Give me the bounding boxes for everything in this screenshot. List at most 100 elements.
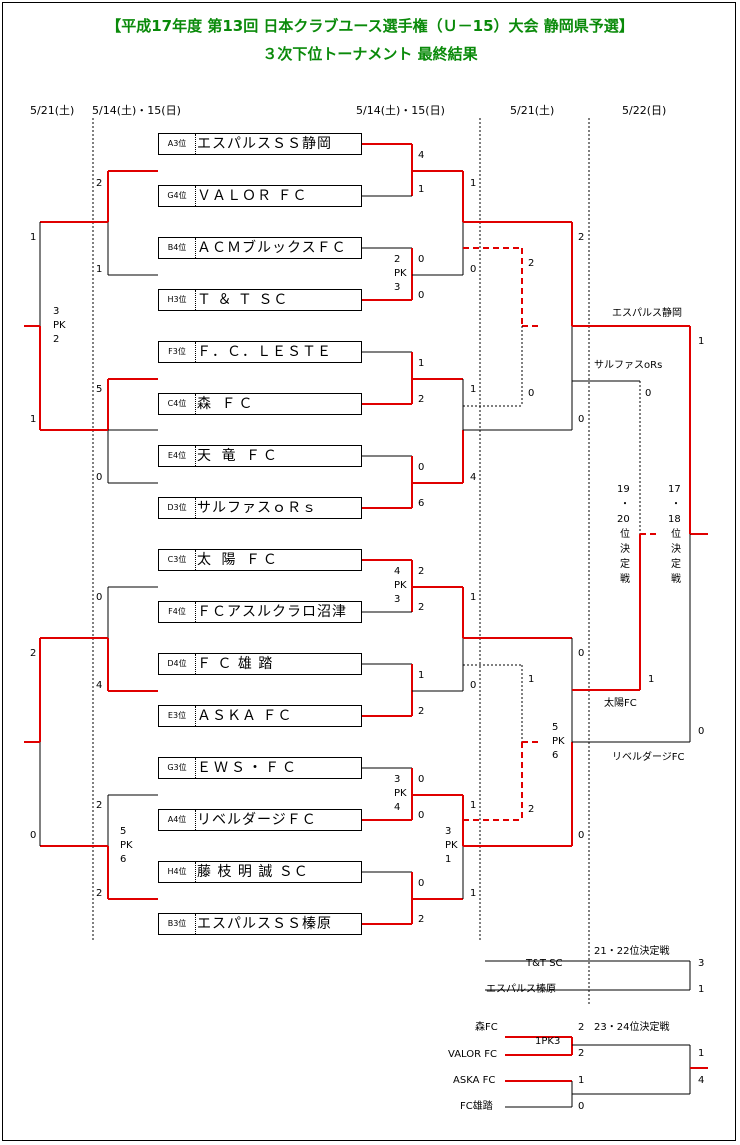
team-label: サルファスoRs xyxy=(594,360,663,371)
score: 3 xyxy=(698,958,705,969)
score: 1 xyxy=(470,178,477,189)
score: 6 xyxy=(418,498,425,509)
score: 0 xyxy=(418,290,425,301)
score: 2 xyxy=(578,1022,585,1033)
pk-label: 1 xyxy=(445,854,452,865)
team-seed: G3位 xyxy=(159,758,196,778)
team-box: C4位森 ＦＣ xyxy=(158,393,362,415)
date-final: 5/22(日) xyxy=(622,104,667,117)
pk-label: 4 xyxy=(394,566,401,577)
pk-label: 2 xyxy=(394,254,401,265)
team-name: リベルダージＦＣ xyxy=(197,812,317,828)
score: 0 xyxy=(418,810,425,821)
team-name: エスパルスＳＳ静岡 xyxy=(197,136,332,152)
score: 4 xyxy=(96,680,103,691)
playoff-char: 20 xyxy=(617,514,630,525)
team-box: H4位藤 枝 明 誠 ＳＣ xyxy=(158,861,362,883)
team-label: ASKA FC xyxy=(453,1075,496,1086)
playoff-char: ・ xyxy=(671,499,681,510)
score: 2 xyxy=(528,258,535,269)
team-seed: F4位 xyxy=(159,602,196,622)
pk-label: 4 xyxy=(394,802,401,813)
page-subtitle: ３次下位トーナメント 最終結果 xyxy=(262,45,478,63)
team-seed: C4位 xyxy=(159,394,196,414)
team-seed: C3位 xyxy=(159,550,196,570)
score: 0 xyxy=(418,878,425,889)
score: 0 xyxy=(470,680,477,691)
pk-label: 3 xyxy=(394,774,401,785)
team-box: B3位エスパルスＳＳ榛原 xyxy=(158,913,362,935)
team-seed: D4位 xyxy=(159,654,196,674)
team-name: ＶＡＬＯＲ ＦＣ xyxy=(197,188,308,204)
team-seed: F3位 xyxy=(159,342,196,362)
team-box: C3位太 陽 ＦＣ xyxy=(158,549,362,571)
score: 2 xyxy=(96,888,103,899)
pk-label: 3 xyxy=(394,282,401,293)
playoff-char: 戦 xyxy=(620,574,630,585)
score: 0 xyxy=(96,592,103,603)
pk-label: 1PK3 xyxy=(535,1036,561,1047)
team-name: ＡＣＭブルックスＦＣ xyxy=(197,240,347,256)
playoff-char: 戦 xyxy=(671,574,681,585)
team-box: E4位天 竜 ＦＣ xyxy=(158,445,362,467)
pk-label: PK xyxy=(53,320,66,331)
score: 1 xyxy=(30,414,37,425)
score: 0 xyxy=(578,830,585,841)
score: 4 xyxy=(698,1075,705,1086)
date-right-r3: 5/21(土) xyxy=(510,104,555,117)
team-seed: B4位 xyxy=(159,238,196,258)
score: 2 xyxy=(528,804,535,815)
playoff-char: 決 xyxy=(620,544,630,555)
date-left-r3: 5/21(土) xyxy=(30,104,75,117)
score: 1 xyxy=(470,384,477,395)
team-seed: B3位 xyxy=(159,914,196,934)
pk-label: PK xyxy=(394,268,407,279)
team-box: D3位サルファスｏＲｓ xyxy=(158,497,362,519)
team-label: 森FC xyxy=(475,1022,498,1033)
pk-label: 3 xyxy=(445,826,452,837)
playoff-char: 定 xyxy=(620,559,630,570)
team-name: Ｆ Ｃ 雄 踏 xyxy=(197,656,274,672)
score: 1 xyxy=(698,336,705,347)
score: 2 xyxy=(418,706,425,717)
pk-label: PK xyxy=(394,788,407,799)
pk-label: PK xyxy=(445,840,458,851)
page-title: 【平成17年度 第13回 日本クラブユース選手権（Ｕ－15）大会 静岡県予選】 xyxy=(106,17,634,35)
score: 0 xyxy=(645,388,652,399)
team-name: サルファスｏＲｓ xyxy=(197,500,317,516)
playoff-char: 決 xyxy=(671,544,681,555)
team-name: Ｔ ＆ Ｔ ＳＣ xyxy=(197,292,289,308)
playoff-char: ・ xyxy=(620,499,630,510)
score: 1 xyxy=(470,592,477,603)
team-seed: D3位 xyxy=(159,498,196,518)
pk-label: 3 xyxy=(53,306,60,317)
score: 1 xyxy=(578,1075,585,1086)
pk-label: 5 xyxy=(552,722,559,733)
score: 0 xyxy=(578,414,585,425)
score: 2 xyxy=(418,394,425,405)
team-seed: G4位 xyxy=(159,186,196,206)
team-name: ＡＳＫＡ ＦＣ xyxy=(197,708,293,724)
team-box: A3位エスパルスＳＳ静岡 xyxy=(158,133,362,155)
score: 1 xyxy=(698,1048,705,1059)
team-name: 天 竜 ＦＣ xyxy=(197,448,280,464)
score: 1 xyxy=(418,670,425,681)
pk-label: 6 xyxy=(552,750,559,761)
team-seed: H4位 xyxy=(159,862,196,882)
score: 0 xyxy=(528,388,535,399)
score: 2 xyxy=(96,800,103,811)
playoff-char: 17 xyxy=(668,484,681,495)
team-label: エスパルス榛原 xyxy=(486,984,556,995)
score: 0 xyxy=(418,462,425,473)
score: 0 xyxy=(418,774,425,785)
score: 1 xyxy=(96,264,103,275)
pk-label: PK xyxy=(120,840,133,851)
score: 0 xyxy=(698,726,705,737)
pk-label: 3 xyxy=(394,594,401,605)
